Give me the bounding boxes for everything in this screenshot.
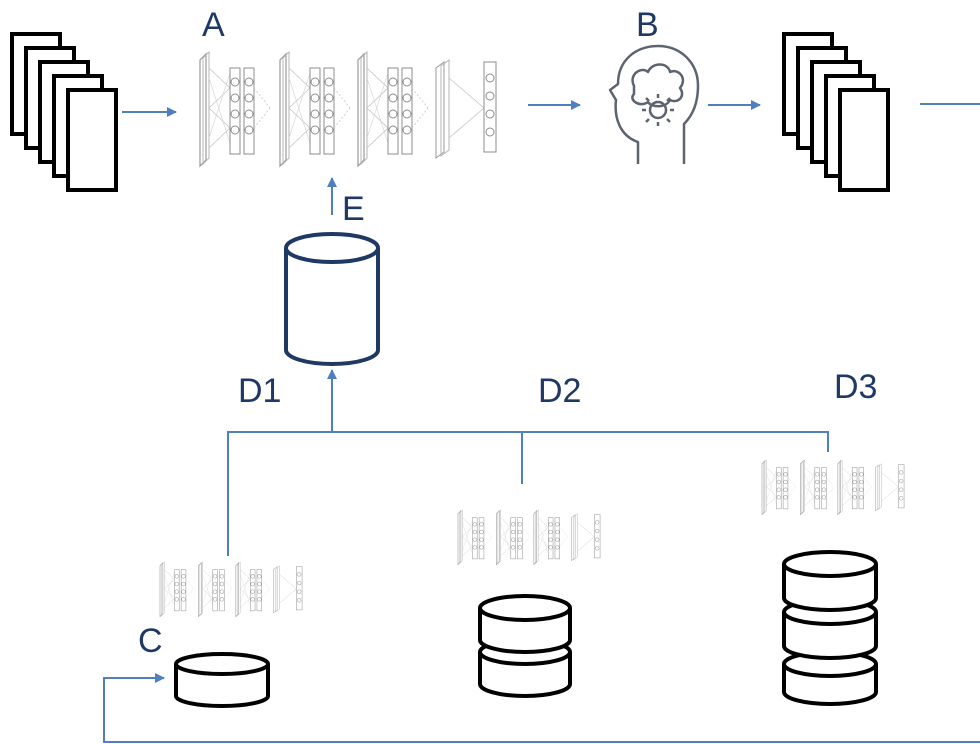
label-e: E xyxy=(342,190,365,228)
arrow-feedback-to-c xyxy=(103,673,980,743)
database-d2-icon xyxy=(478,594,572,698)
neural-network-icon xyxy=(200,52,496,166)
label-d2: D2 xyxy=(538,372,582,410)
output-documents-icon xyxy=(782,32,890,192)
central-database-icon xyxy=(284,232,380,366)
label-a: A xyxy=(202,6,225,44)
database-c-icon xyxy=(174,652,270,708)
label-b: B xyxy=(636,6,659,44)
label-c: C xyxy=(138,622,163,660)
database-d3-icon xyxy=(782,550,878,706)
input-documents-icon xyxy=(10,32,118,192)
label-d3: D3 xyxy=(834,368,878,406)
label-d1: D1 xyxy=(238,372,282,410)
network-c-icon xyxy=(160,562,302,617)
brain-gear-head-icon xyxy=(608,44,700,164)
network-d3-icon xyxy=(762,460,904,515)
branch-connector xyxy=(227,431,829,556)
network-d2-icon xyxy=(458,510,600,565)
